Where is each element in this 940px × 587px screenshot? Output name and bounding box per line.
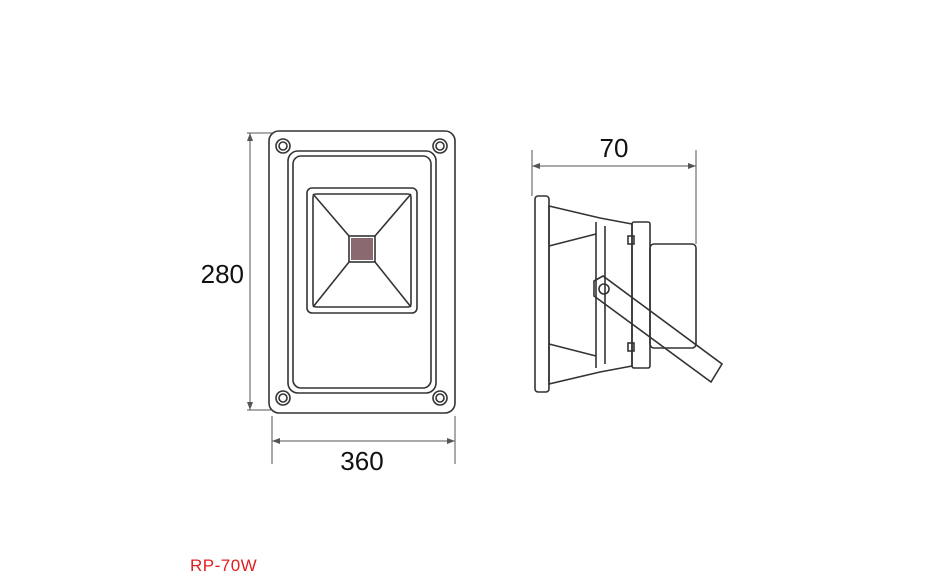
- depth-dimension: [531, 150, 697, 244]
- model-name-label: RP-70W: [190, 556, 258, 575]
- screw-hole-top-right: [432, 138, 448, 154]
- side-tilt-arm: [593, 275, 724, 384]
- side-view: [534, 195, 724, 393]
- led-chip-frame: [348, 235, 376, 263]
- height-dimension: [247, 132, 272, 411]
- height-dimension-label: 280: [201, 259, 244, 289]
- reflector: [306, 187, 418, 314]
- side-front-frame: [534, 195, 550, 393]
- side-driver-box: [649, 243, 697, 349]
- width-dimension-label: 360: [340, 446, 383, 476]
- front-housing-inner: [292, 155, 432, 389]
- width-dimension: [271, 416, 456, 464]
- front-housing-outer: [287, 150, 437, 394]
- front-outer-frame: [268, 130, 456, 414]
- reflector-outer: [306, 187, 418, 314]
- reflector-inner: [312, 193, 412, 308]
- screw-holes: [275, 138, 448, 406]
- depth-dimension-label: 70: [600, 133, 629, 163]
- side-pivot-bolt: [598, 283, 610, 295]
- screw-hole-bottom-right: [432, 390, 448, 406]
- front-view: [268, 130, 456, 414]
- led-chip-icon: [351, 238, 373, 260]
- side-housing: [548, 204, 633, 386]
- screw-hole-bottom-left: [275, 390, 291, 406]
- screw-hole-top-left: [275, 138, 291, 154]
